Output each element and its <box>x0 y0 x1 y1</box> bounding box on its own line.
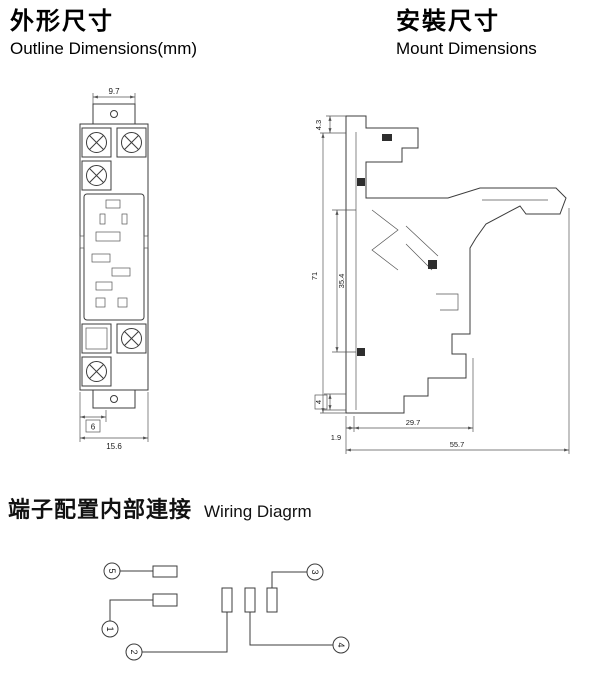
wiring-traces <box>109 570 333 653</box>
front-bottom-tab <box>92 389 136 409</box>
front-screw-terminals-top <box>81 127 147 191</box>
mount-title-zh: 安裝尺寸 <box>396 8 500 35</box>
side-internal-details <box>355 132 548 410</box>
dim-label-foot: 6 <box>91 423 96 432</box>
front-screw-terminals-bottom <box>81 323 147 387</box>
outline-drawing: 9.7 <box>79 87 149 451</box>
dim-tab-width: 9.7 <box>92 87 136 104</box>
dim-label-cap: 4.3 <box>314 120 323 130</box>
dim-side-foot: 4 <box>314 393 346 411</box>
front-middle-section <box>79 193 149 321</box>
dim-body-width: 15.6 <box>80 392 149 451</box>
terminal-2: 2 <box>125 643 143 661</box>
side-body-outline <box>345 115 567 414</box>
dim-label-clip-width: 29.7 <box>406 418 421 427</box>
outline-header: 外形尺寸 Outline Dimensions(mm) <box>10 8 197 59</box>
outline-title-en: Outline Dimensions(mm) <box>10 38 198 58</box>
wiring-drawing: 5 1 2 3 4 <box>101 562 350 661</box>
outline-title-zh: 外形尺寸 <box>10 8 114 35</box>
wiring-title-en: Wiring Diagrm <box>204 502 312 521</box>
mount-drawing: 4.3 71 35.4 4 1.9 <box>310 115 570 454</box>
terminal-1-label: 1 <box>105 626 115 631</box>
dim-label-inner-height: 35.4 <box>337 274 346 289</box>
dim-label-side-foot: 4 <box>314 400 323 404</box>
dim-total-width: 55.7 <box>346 208 570 454</box>
terminal-4: 4 <box>332 636 350 654</box>
dim-inner-height: 35.4 <box>332 209 356 353</box>
dim-offset: 1.9 <box>331 416 355 454</box>
wiring-contacts <box>152 565 278 613</box>
terminal-4-label: 4 <box>336 642 346 647</box>
wiring-header: 端子配置内部連接 Wiring Diagrm <box>8 492 312 524</box>
dim-label-tab-width: 9.7 <box>108 87 120 96</box>
terminal-5-label: 5 <box>107 568 117 573</box>
terminal-3: 3 <box>306 563 324 581</box>
dim-foot: 6 <box>79 392 107 442</box>
front-top-tab <box>92 103 136 125</box>
dim-label-body-width: 15.6 <box>106 442 122 451</box>
dim-label-height: 71 <box>310 272 319 280</box>
dim-cap: 4.3 <box>314 115 346 134</box>
dim-label-offset: 1.9 <box>331 433 341 442</box>
dim-height: 71 <box>310 133 346 414</box>
dim-clip-width: 29.7 <box>354 358 474 432</box>
terminal-1: 1 <box>101 620 119 638</box>
front-body-outline <box>79 123 149 391</box>
dim-label-total-width: 55.7 <box>450 440 465 449</box>
terminal-3-label: 3 <box>310 569 320 574</box>
terminal-2-label: 2 <box>129 649 139 654</box>
mount-header: 安裝尺寸 Mount Dimensions <box>396 8 537 59</box>
wiring-title-zh: 端子配置内部連接 <box>8 497 193 522</box>
mount-title-en: Mount Dimensions <box>396 38 537 58</box>
terminal-5: 5 <box>103 562 121 580</box>
